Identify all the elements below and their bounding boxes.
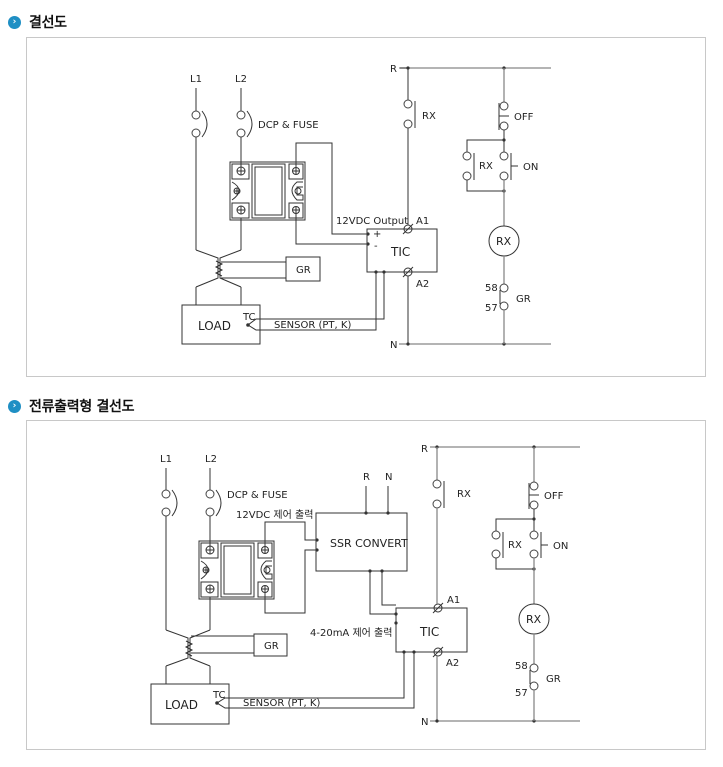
label-gr-box: GR xyxy=(264,641,279,652)
label-ssr-convert: SSR CONVERT xyxy=(330,537,408,550)
fuse-l1 xyxy=(191,110,208,138)
label-ssr-r: R xyxy=(363,472,370,483)
label-12vdc-control-output: 12VDC 제어 출력 xyxy=(236,509,313,521)
label-rx-coil: RX xyxy=(526,613,542,626)
label-sensor: SENSOR (PT, K) xyxy=(274,320,351,331)
label-tc: TC xyxy=(242,312,256,323)
label-load: LOAD xyxy=(165,698,198,712)
label-12vdc-output: 12VDC Output xyxy=(336,216,408,227)
tic-box xyxy=(366,228,438,273)
label-on: ON xyxy=(523,162,538,173)
label-rx-contact: RX xyxy=(422,111,436,122)
section-title: 결선도 xyxy=(29,15,67,31)
current-output-diagram-frame xyxy=(26,420,706,750)
label-dcp-fuse: DCP & FUSE xyxy=(227,490,288,501)
label-gr-contact: GR xyxy=(516,294,531,305)
label-gr-box: GR xyxy=(296,265,311,276)
label-rx-hold: RX xyxy=(479,161,493,172)
label-sensor: SENSOR (PT, K) xyxy=(243,698,320,709)
ssr-relay xyxy=(229,161,306,221)
load-box xyxy=(181,304,261,345)
fuse-l2 xyxy=(236,110,253,138)
label-plus: + xyxy=(373,229,381,240)
label-l1: L1 xyxy=(160,454,172,465)
label-terminal-58: 58 xyxy=(485,283,498,294)
chevron-right-circle-icon: › xyxy=(8,399,21,413)
label-a2: A2 xyxy=(446,658,459,669)
label-tc: TC xyxy=(212,690,226,701)
tic-box xyxy=(395,607,468,653)
label-r: R xyxy=(390,64,397,75)
load-box xyxy=(150,683,230,725)
ssr-convert-box xyxy=(315,512,408,572)
label-off: OFF xyxy=(514,112,534,123)
diagram-current-output: L1 L2 DCP & FUSE xyxy=(150,444,580,728)
label-off: OFF xyxy=(544,491,564,502)
label-terminal-58: 58 xyxy=(515,661,528,672)
label-load: LOAD xyxy=(198,319,231,333)
label-tic: TIC xyxy=(419,625,439,639)
label-l1: L1 xyxy=(190,74,202,85)
label-l2: L2 xyxy=(205,454,217,465)
label-a1: A1 xyxy=(416,216,429,227)
chevron-right-circle-icon: › xyxy=(8,15,21,29)
section-title: 전류출력형 결선도 xyxy=(29,399,135,415)
label-ssr-n: N xyxy=(385,472,392,483)
label-gr-contact: GR xyxy=(546,674,561,685)
diagram-wiring: L1 L2 DCP & FUSE xyxy=(181,64,551,351)
ssr-relay xyxy=(198,540,275,600)
label-rx-contact: RX xyxy=(457,489,471,500)
label-terminal-57: 57 xyxy=(515,688,528,699)
label-a1: A1 xyxy=(447,595,460,606)
label-a2: A2 xyxy=(416,279,429,290)
label-n: N xyxy=(421,717,428,728)
label-r: R xyxy=(421,444,428,455)
section-heading-wiring: › 결선도 xyxy=(8,12,67,32)
label-minus: - xyxy=(374,241,378,252)
label-rx-coil: RX xyxy=(496,235,512,248)
label-4-20ma-control-output: 4-20mA 제어 출력 xyxy=(310,627,392,639)
label-l2: L2 xyxy=(235,74,247,85)
wiring-diagram-frame xyxy=(26,37,706,377)
section-heading-current-output-wiring: › 전류출력형 결선도 xyxy=(8,396,135,416)
label-n: N xyxy=(390,340,397,351)
label-dcp-fuse: DCP & FUSE xyxy=(258,120,319,131)
label-on: ON xyxy=(553,541,568,552)
label-tic: TIC xyxy=(390,245,410,259)
label-rx-hold: RX xyxy=(508,540,522,551)
label-terminal-57: 57 xyxy=(485,303,498,314)
